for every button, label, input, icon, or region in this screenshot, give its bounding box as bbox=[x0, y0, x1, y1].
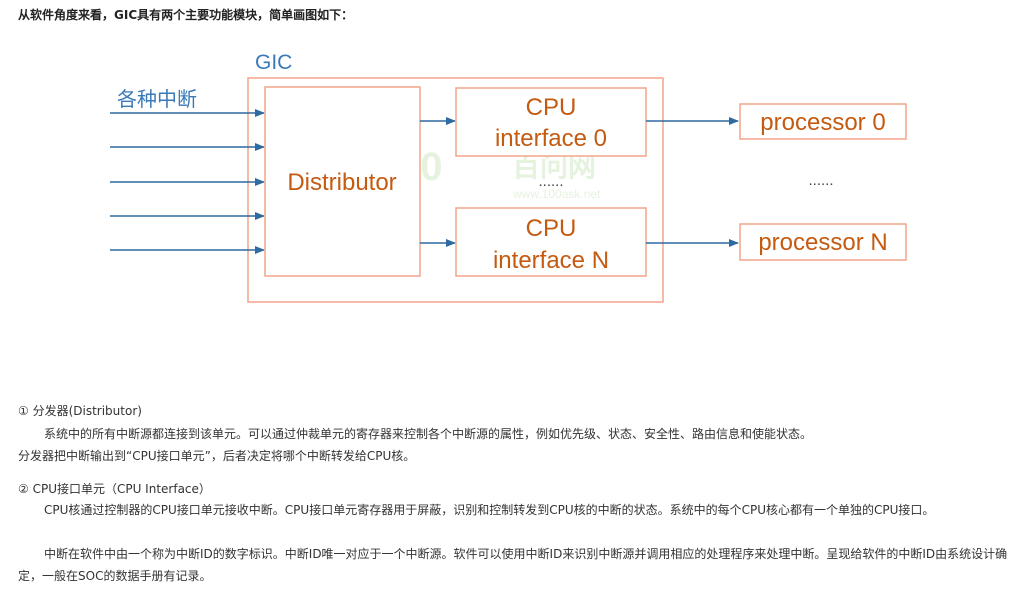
distributor-box bbox=[264, 86, 421, 277]
section-cpu-interface-para-1: CPU核通过控制器的CPU接口单元接收中断。CPU接口单元寄存器用于屏蔽，识别和… bbox=[44, 503, 935, 517]
section-distributor-para-1: 系统中的所有中断源都连接到该单元。可以通过仲裁单元的寄存器来控制各个中断源的属性… bbox=[44, 427, 813, 441]
section-cpu-interface-para-2: 中断在软件中由一个称为中断ID的数字标识。中断ID唯一对应于一个中断源。软件可以… bbox=[18, 547, 1008, 583]
section-distributor-title: ① 分发器(Distributor) bbox=[18, 404, 142, 418]
processor-0-label: processor 0 bbox=[760, 109, 885, 136]
middle-ellipsis: ...... bbox=[538, 173, 563, 190]
cpu-interface-0-line1: CPU bbox=[526, 94, 577, 121]
processor-n-box bbox=[739, 223, 907, 261]
gic-diagram: 10 百问网 www.100ask.net GIC 各种中断 Distribut… bbox=[110, 51, 907, 303]
section-cpu-interface-title: ② CPU接口单元（CPU Interface） bbox=[18, 482, 211, 496]
cpu-interface-0-line2: interface 0 bbox=[495, 125, 607, 152]
interrupts-label: 各种中断 bbox=[117, 87, 197, 111]
gic-box bbox=[247, 77, 664, 303]
page-heading: 从软件角度来看，GIC具有两个主要功能模块，简单画图如下： bbox=[18, 8, 354, 22]
cpu-interface-0-box bbox=[455, 87, 647, 157]
interrupt-arrows bbox=[110, 109, 265, 254]
cpu-interface-n-line2: interface N bbox=[493, 247, 609, 274]
right-ellipsis: ...... bbox=[808, 172, 833, 189]
section-distributor-para-2: 分发器把中断输出到“CPU接口单元”，后者决定将哪个中断转发给CPU核。 bbox=[18, 449, 416, 463]
processor-0-box bbox=[739, 103, 907, 140]
processor-n-label: processor N bbox=[758, 229, 887, 256]
cpu-interface-n-line1: CPU bbox=[526, 215, 577, 242]
watermark-url: www.100ask.net bbox=[512, 187, 601, 201]
distributor-label: Distributor bbox=[287, 169, 396, 196]
cpu-interface-n-box bbox=[455, 207, 647, 277]
gic-label: GIC bbox=[255, 51, 292, 74]
